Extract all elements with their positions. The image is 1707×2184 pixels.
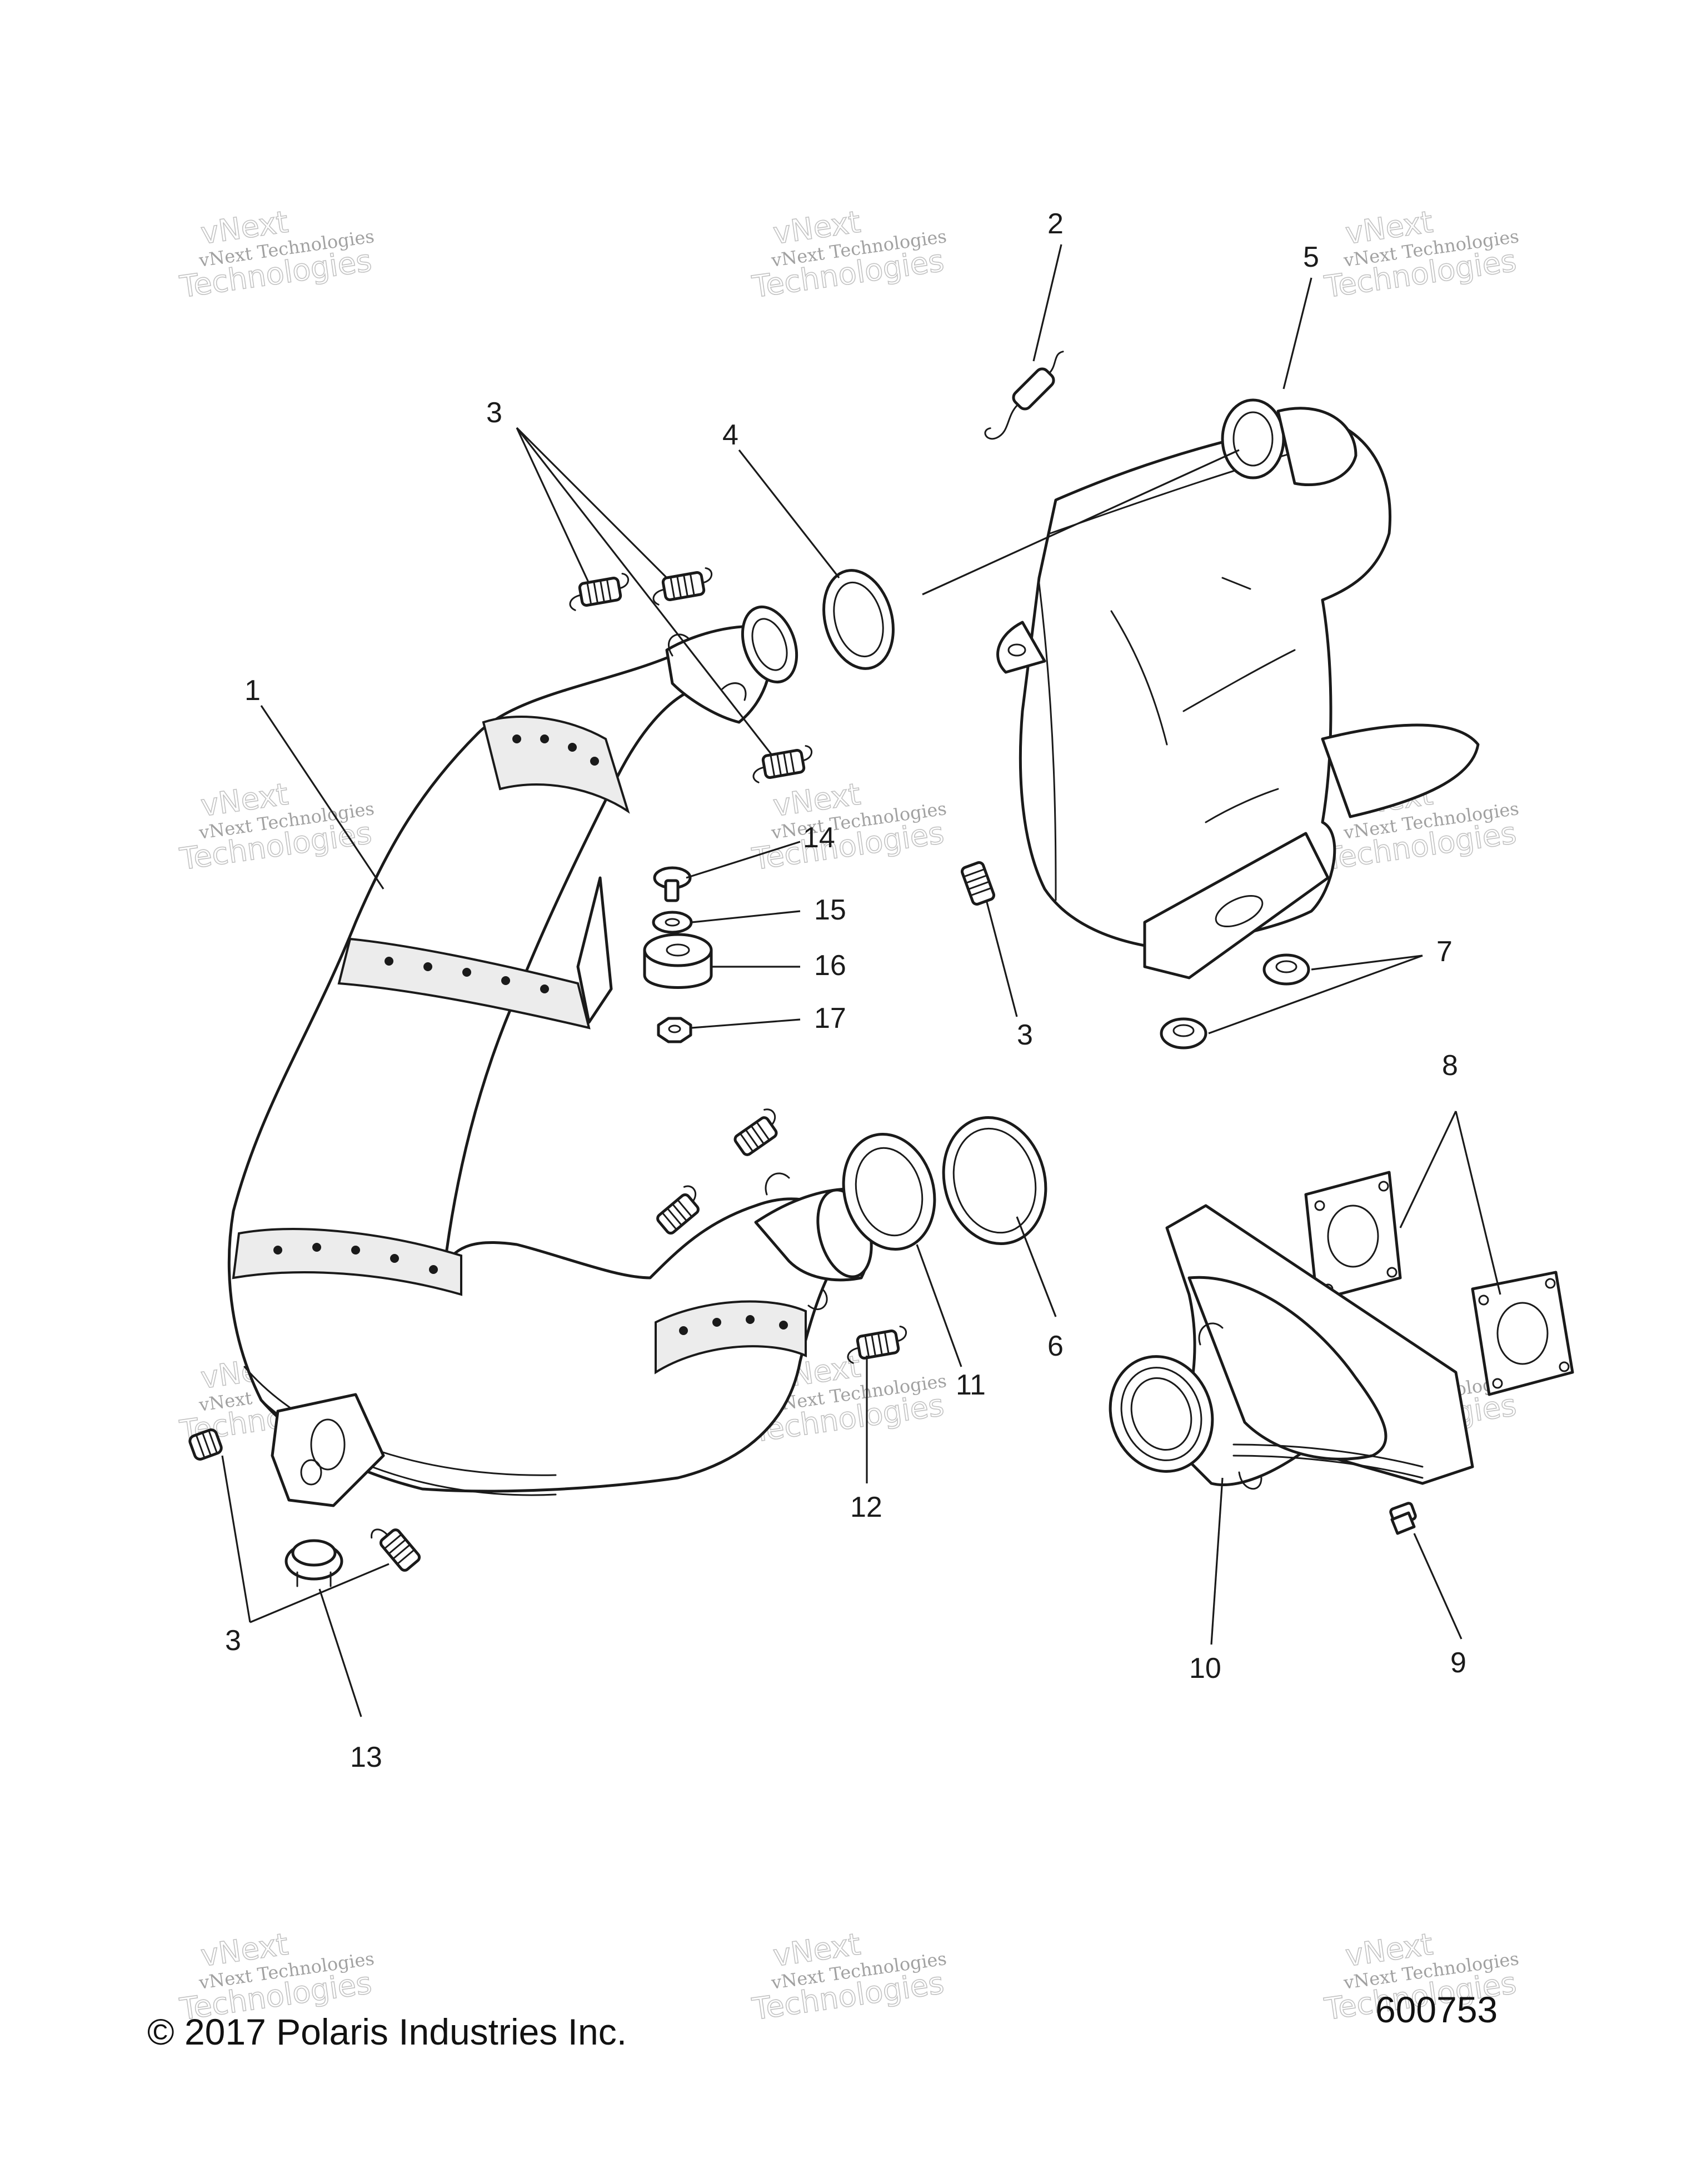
figure-number: 600753 <box>1375 1989 1498 2030</box>
callout-5: 5 <box>1303 241 1319 273</box>
callout-4: 4 <box>722 419 738 451</box>
part-14-bolt <box>653 866 692 902</box>
callout-3-top: 3 <box>486 397 502 429</box>
callout-1: 1 <box>244 674 261 707</box>
part-11-exhaust-seal <box>842 1132 936 1251</box>
watermark: vNext vNext Technologies Technologies <box>177 776 376 877</box>
watermark: vNext vNext Technologies Technologies <box>177 204 376 305</box>
callout-2: 2 <box>1047 208 1064 240</box>
watermark: vNext vNext Technologies Technologies <box>750 204 948 305</box>
part-16-rubber-mount <box>643 933 713 989</box>
callout-labels: 1 2 3 3 3 4 5 6 7 8 9 10 11 12 13 14 15 … <box>225 208 1466 1773</box>
part-10-exhaust-manifold <box>1109 1204 1474 1490</box>
callout-3-middle: 3 <box>1017 1019 1033 1051</box>
watermark: vNext vNext Technologies Technologies <box>177 1926 376 2027</box>
spring <box>733 1108 778 1156</box>
part-4-seal-ring <box>822 569 895 670</box>
spring <box>652 567 712 606</box>
watermark: vNext vNext Technologies Technologies <box>1322 1926 1520 2027</box>
callout-12: 12 <box>850 1491 882 1523</box>
spring <box>752 745 812 783</box>
part-3-springs <box>188 567 996 1572</box>
part-5-muffler <box>996 398 1480 979</box>
part-1-header-pipe <box>227 605 873 1507</box>
part-15-washer <box>652 911 693 934</box>
part-13-plug <box>284 1539 343 1587</box>
copyright-notice: © 2017 Polaris Industries Inc. <box>147 2011 627 2052</box>
callout-3-bottom: 3 <box>225 1625 241 1657</box>
watermark: vNext vNext Technologies Technologies <box>750 776 948 877</box>
callout-9: 9 <box>1450 1647 1466 1679</box>
callout-11: 11 <box>956 1369 986 1401</box>
callout-14: 14 <box>803 822 835 854</box>
watermark: vNext vNext Technologies Technologies <box>750 1926 948 2027</box>
part-6-gasket-ring <box>942 1116 1047 1245</box>
spring <box>656 1185 700 1235</box>
callout-7: 7 <box>1436 936 1453 968</box>
part-17-nut <box>657 1017 692 1043</box>
part-9-bolt <box>1389 1502 1417 1535</box>
leader-lines <box>221 244 1501 1717</box>
callout-6: 6 <box>1047 1330 1064 1362</box>
part-8-flange-gaskets <box>1304 1171 1574 1396</box>
callout-15: 15 <box>814 894 846 926</box>
spring <box>188 1428 223 1461</box>
callout-17: 17 <box>814 1002 846 1034</box>
watermark: vNext vNext Technologies Technologies <box>1322 204 1520 305</box>
spring <box>847 1326 907 1364</box>
part-7-grommets <box>1160 953 1310 1049</box>
footer: © 2017 Polaris Industries Inc. 600753 <box>147 1989 1498 2052</box>
callout-16: 16 <box>814 949 846 982</box>
part-2-spring <box>984 351 1064 440</box>
spring <box>569 573 629 611</box>
spring <box>371 1528 421 1572</box>
callout-13: 13 <box>350 1741 382 1773</box>
callout-8: 8 <box>1442 1049 1458 1082</box>
callout-10: 10 <box>1189 1652 1221 1685</box>
spring <box>960 861 996 906</box>
